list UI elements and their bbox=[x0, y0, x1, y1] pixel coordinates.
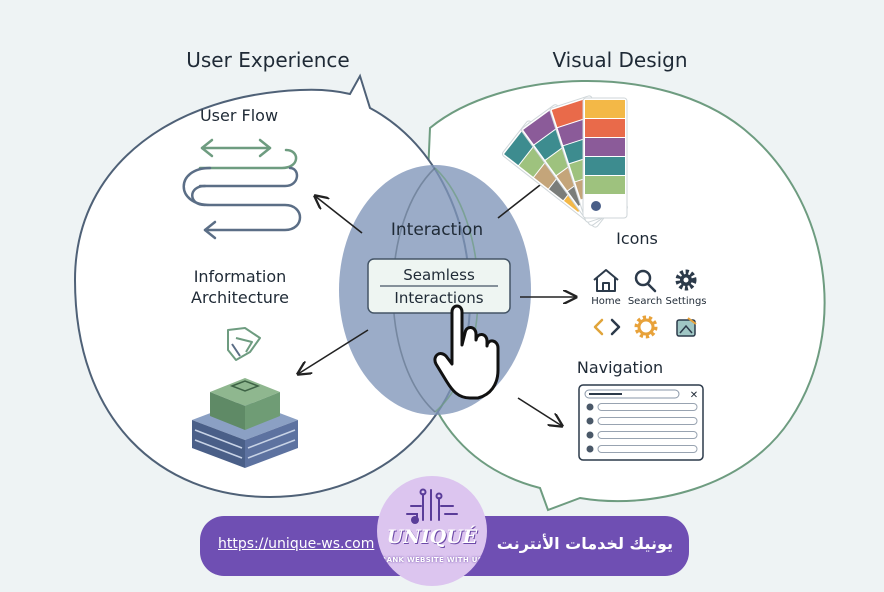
info-architecture-label-2: Architecture bbox=[191, 288, 289, 307]
swatch-color bbox=[585, 157, 625, 175]
search-label: Search bbox=[628, 296, 662, 307]
code-brackets-icon[interactable] bbox=[593, 318, 621, 336]
interaction-label: Interaction bbox=[391, 220, 483, 240]
swatch-pivot bbox=[591, 201, 601, 211]
hand-cursor-icon bbox=[433, 304, 500, 400]
seamless-label: Seamless bbox=[403, 266, 475, 284]
close-icon[interactable]: ✕ bbox=[690, 390, 698, 401]
arrow-to-user-flow bbox=[315, 196, 363, 234]
user-flow-label: User Flow bbox=[200, 106, 278, 125]
gear-icon[interactable] bbox=[675, 269, 697, 291]
recycle-cube-icon bbox=[227, 327, 261, 361]
visual-design-title: Visual Design bbox=[552, 48, 687, 72]
settings-label: Settings bbox=[665, 296, 706, 307]
logo-wordmark: UNIQUÉ bbox=[386, 526, 478, 548]
layered-stack-icon bbox=[192, 378, 298, 468]
arrow-to-info-architecture bbox=[298, 329, 369, 374]
website-link[interactable]: https://unique-ws.com bbox=[218, 536, 375, 552]
nav-list-item[interactable] bbox=[586, 445, 698, 453]
swatch-strip bbox=[582, 97, 628, 219]
swatch-color bbox=[585, 138, 625, 156]
unique-logo: UNIQUÉ RANK WEBSITE WITH US bbox=[377, 476, 487, 586]
navigation-label: Navigation bbox=[577, 358, 663, 377]
orange-gear-icon[interactable] bbox=[634, 315, 658, 339]
nav-list-item[interactable] bbox=[586, 431, 698, 439]
swatch-color bbox=[585, 119, 625, 137]
info-architecture-label-1: Information bbox=[194, 267, 287, 286]
nav-list-item[interactable] bbox=[586, 417, 698, 425]
logo-tagline: RANK WEBSITE WITH US bbox=[380, 556, 484, 564]
swatch-color bbox=[585, 100, 625, 118]
seamless-interactions-button[interactable]: Seamless Interactions bbox=[367, 258, 511, 314]
home-icon[interactable] bbox=[593, 269, 619, 292]
icons-heading: Icons bbox=[616, 229, 658, 248]
company-name: يونيك لخدمات الأنترنت bbox=[496, 534, 673, 553]
arrow-to-navigation bbox=[517, 397, 562, 426]
interactions-label: Interactions bbox=[394, 289, 483, 307]
navigation-window: ✕ bbox=[578, 384, 704, 461]
nav-list bbox=[586, 403, 698, 453]
visual-design-circle bbox=[418, 80, 826, 512]
home-label: Home bbox=[591, 296, 621, 307]
search-icon[interactable] bbox=[634, 269, 657, 293]
image-edit-icon[interactable] bbox=[676, 317, 697, 337]
nav-list-item[interactable] bbox=[586, 403, 698, 411]
user-flow-icon bbox=[182, 138, 302, 240]
user-experience-title: User Experience bbox=[186, 48, 349, 72]
color-swatch-icon bbox=[501, 95, 628, 228]
swatch-color bbox=[585, 176, 625, 194]
